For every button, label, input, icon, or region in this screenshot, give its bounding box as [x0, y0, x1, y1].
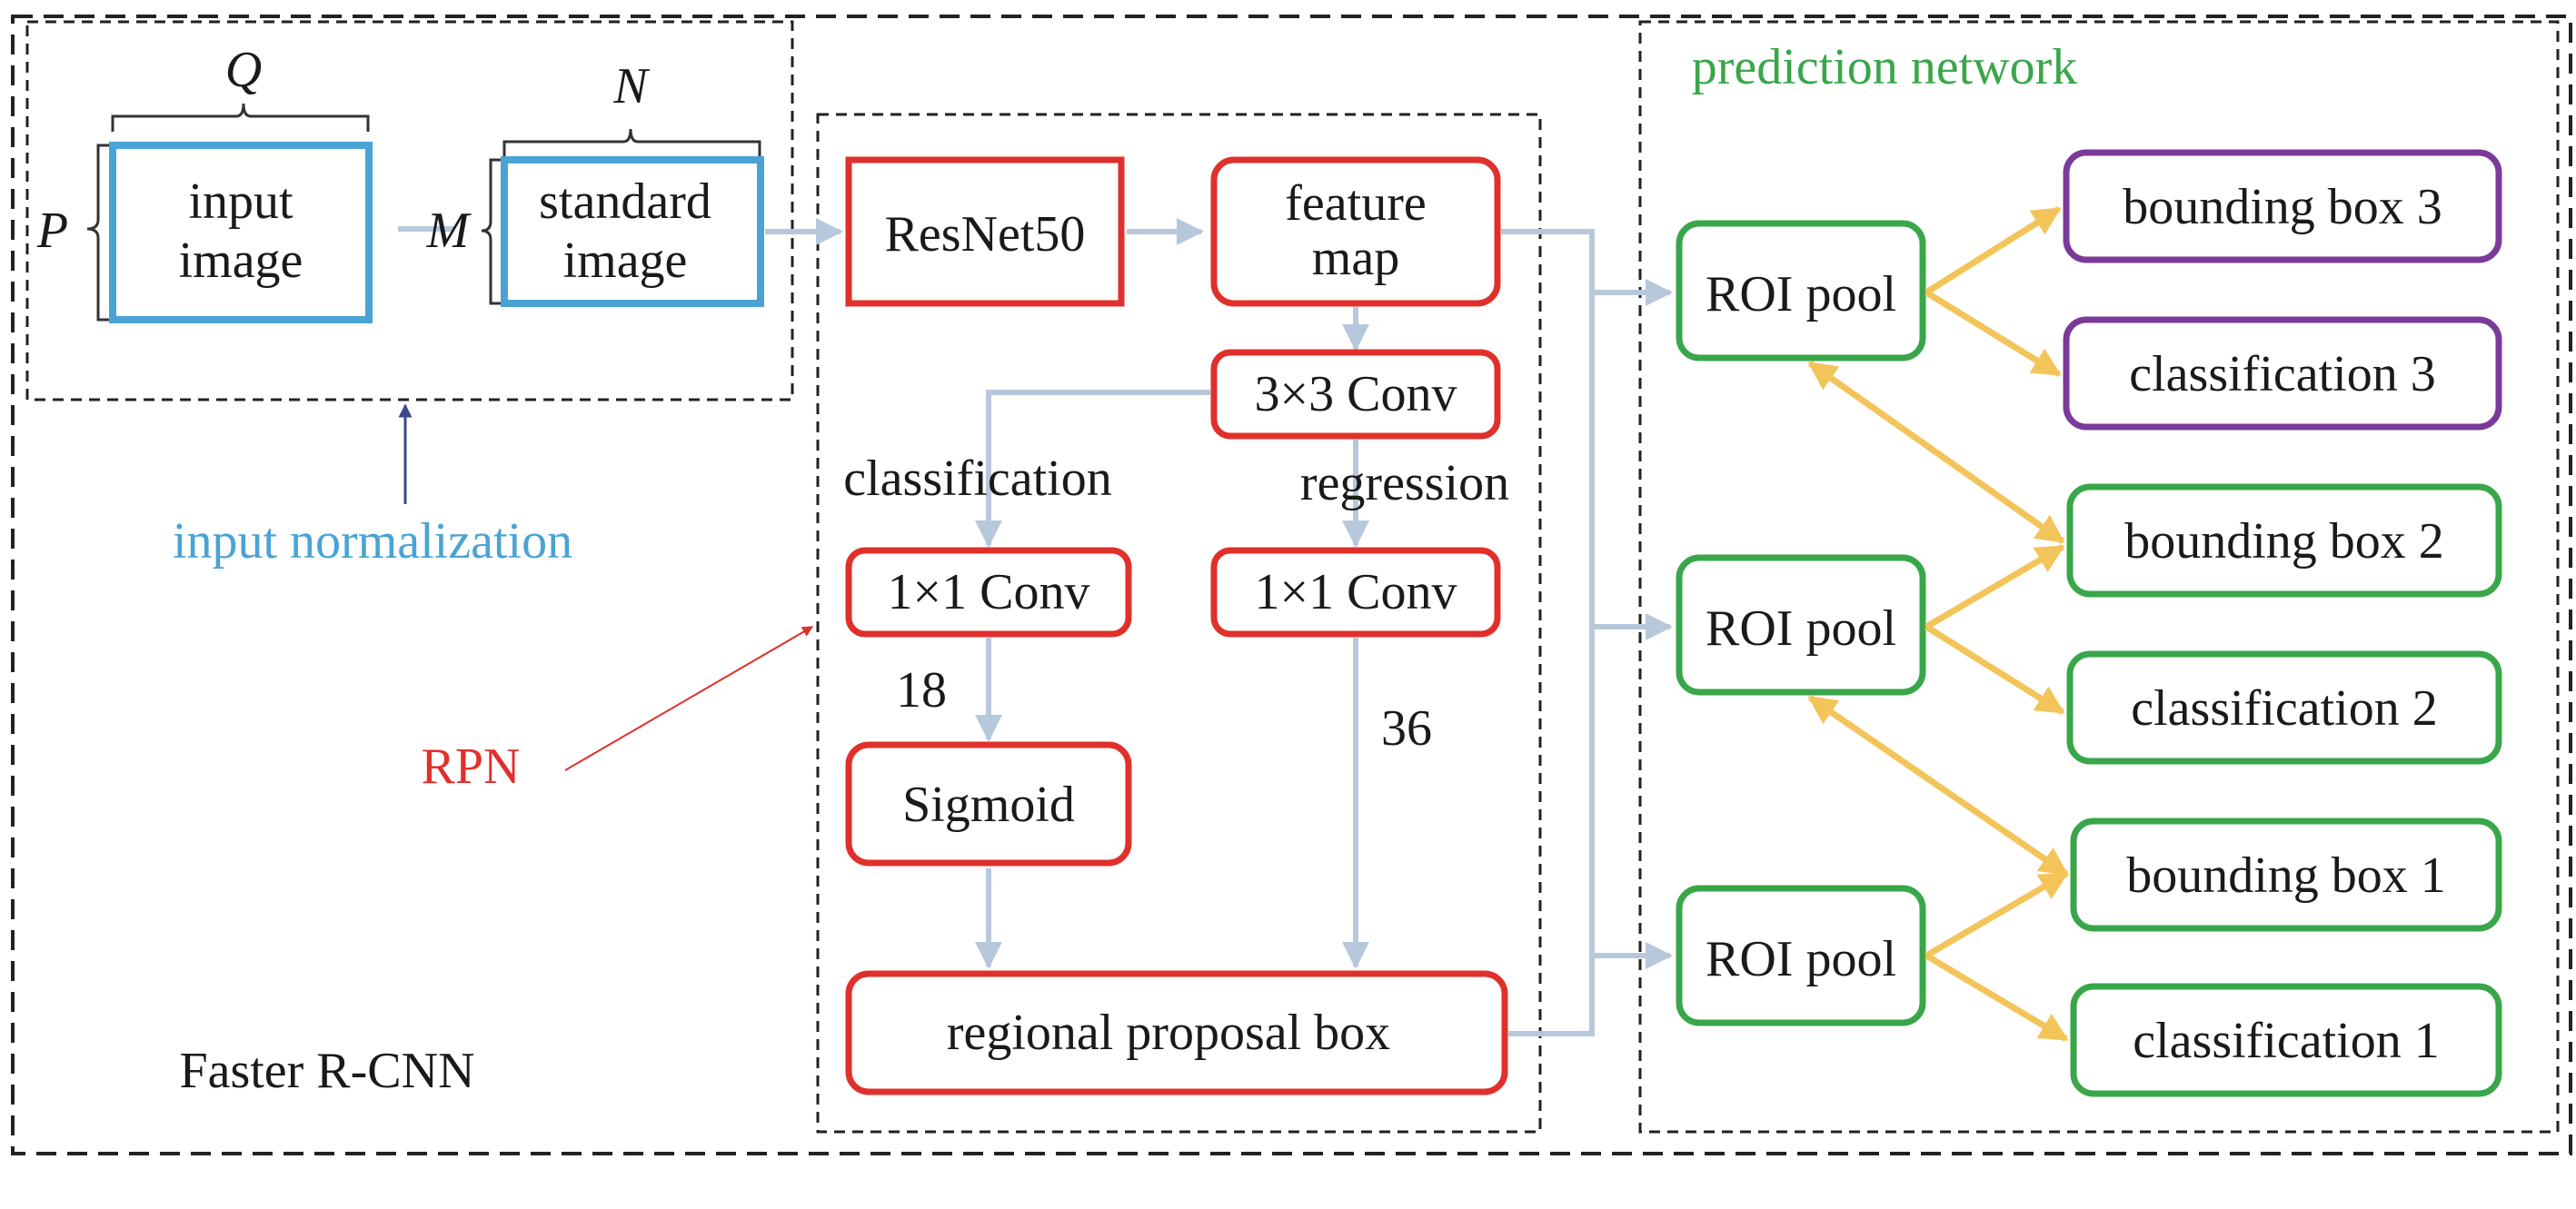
roi-pool-2-box [1676, 554, 1926, 696]
roi3-to-bbox3-arrow [1925, 206, 2062, 295]
standard-image-line1: standard [539, 173, 711, 230]
p-brace [86, 144, 111, 322]
bbox-1-box [2070, 818, 2502, 932]
bbox2-roi3-feedback-arrow [1807, 361, 2065, 544]
prediction-network-label: prediction network [1692, 39, 2078, 95]
roi1-to-cls1-arrow [1925, 952, 2069, 1043]
conv1x1-cls-label: 1×1 Conv [888, 564, 1090, 620]
cls-3-label: classification 3 [2129, 346, 2435, 402]
sigmoid-box [845, 741, 1132, 867]
bbox-2-label: bounding box 2 [2124, 513, 2444, 570]
cls-2-box [2066, 650, 2502, 765]
m-brace [481, 158, 502, 305]
num-18-label: 18 [896, 662, 947, 718]
feature-map-line2: map [1312, 230, 1399, 286]
classification-branch-label: classification [843, 451, 1111, 507]
rpn-pointer-arrow [564, 626, 814, 771]
roi-pool-2-label: ROI pool [1706, 600, 1896, 657]
input-normalization-label: input normalization [173, 513, 572, 570]
q-brace [111, 103, 370, 132]
input-image-box [109, 142, 373, 323]
conv3x3-label: 3×3 Conv [1255, 366, 1457, 422]
conv1x1-reg-box [1210, 547, 1501, 638]
outer-frame [11, 15, 2572, 1155]
q-label: Q [225, 42, 262, 98]
roi1-to-bbox1-arrow [1925, 870, 2069, 959]
p-label: P [36, 203, 68, 259]
rpn-label: RPN [422, 738, 521, 795]
conv3x3-box [1210, 349, 1501, 440]
standard-image-box [501, 156, 764, 307]
resnet50-label: ResNet50 [885, 206, 1086, 263]
roi2-to-cls2-arrow [1925, 624, 2065, 715]
bbox-3-box [2063, 149, 2502, 263]
n-brace [502, 128, 761, 156]
standard-image-line2: image [563, 233, 688, 289]
resnet50-box [845, 156, 1125, 307]
conv1x1-reg-label: 1×1 Conv [1255, 564, 1457, 620]
feature-map-line1: feature [1285, 175, 1426, 232]
faster-rcnn-label: Faster R-CNN [179, 1043, 474, 1099]
roi-pool-3-box [1676, 220, 1926, 362]
conv1x1-cls-box [845, 547, 1132, 638]
conv3x3-to-cls-arrow [975, 390, 1210, 548]
roi3-to-cls3-arrow [1925, 290, 2062, 377]
sigmoid-label: Sigmoid [902, 777, 1075, 833]
bbox-1-label: bounding box 1 [2126, 847, 2446, 904]
cls-1-box [2070, 983, 2502, 1097]
feature-map-box [1210, 156, 1501, 307]
input-image-line2: image [179, 233, 303, 289]
input-region-frame [25, 20, 794, 401]
regression-branch-label: regression [1300, 455, 1509, 511]
num-36-label: 36 [1381, 700, 1432, 757]
cls-1-label: classification 1 [2133, 1013, 2439, 1069]
featuremap-to-roi-connector [1501, 229, 1595, 1036]
cls-2-label: classification 2 [2131, 680, 2437, 737]
cls-3-box [2063, 316, 2502, 431]
prediction-region-frame [1638, 20, 2560, 1134]
m-label: M [426, 203, 472, 259]
input-image-line1: input [188, 173, 293, 230]
bbox-3-label: bounding box 3 [2123, 179, 2442, 235]
regional-proposal-box [845, 970, 1508, 1095]
roi-pool-1-label: ROI pool [1706, 931, 1896, 987]
roi-pool-1-box [1676, 885, 1926, 1026]
rpn-region-frame [816, 113, 1542, 1134]
bbox1-roi2-feedback-arrow [1807, 695, 2069, 877]
regional-proposal-label: regional proposal box [947, 1005, 1390, 1061]
bbox-2-box [2066, 483, 2502, 598]
roi2-to-bbox2-arrow [1925, 543, 2065, 630]
roi-pool-3-label: ROI pool [1706, 266, 1896, 322]
n-label: N [612, 58, 650, 114]
